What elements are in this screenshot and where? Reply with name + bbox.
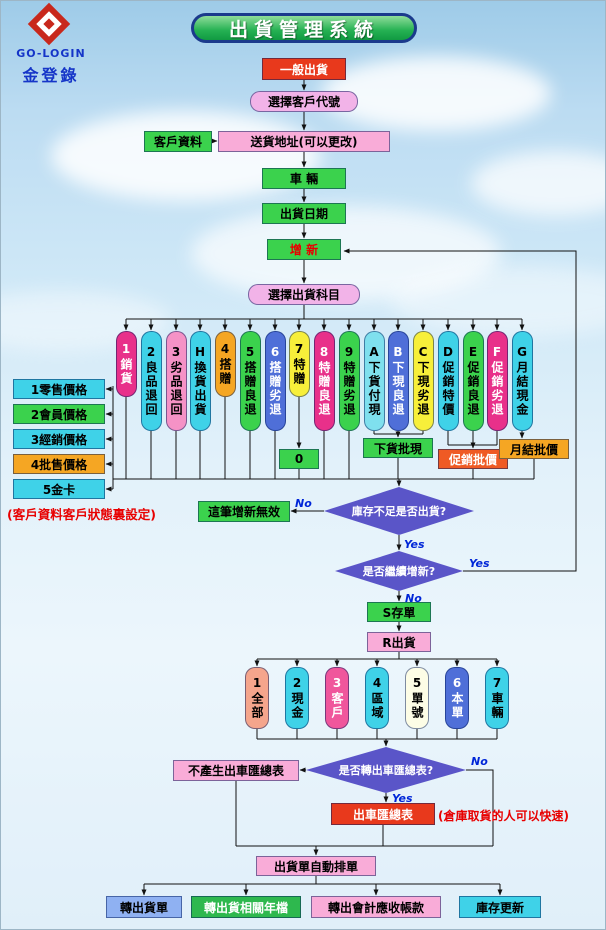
price-item-3: 3經銷價格 xyxy=(13,429,105,449)
subject-capsule-2: 2良品退回 xyxy=(140,331,162,431)
report-filter-capsule-3: 3客戶 xyxy=(325,667,349,729)
r-ship-box: R出貨 xyxy=(367,632,431,652)
no-summary-box: 不產生出車匯總表 xyxy=(173,760,299,781)
report-filter-capsule-4: 4區域 xyxy=(365,667,389,729)
general-shipping-box: 一般出貨 xyxy=(262,58,346,80)
company-logo: GO-LOGIN 金登錄 xyxy=(9,2,93,93)
label-yes-summary: Yes xyxy=(392,792,413,805)
subject-capsule-8: 8特贈良退 xyxy=(313,331,335,431)
page-title: 出貨管理系統 xyxy=(191,13,417,43)
unload-batch-cash-box: 下貨批現 xyxy=(363,438,433,458)
output-box-2: 轉出貨相關年檔 xyxy=(191,896,301,918)
monthly-batch-price-box: 月結批價 xyxy=(499,439,569,459)
select-customer-code-box: 選擇客戶代號 xyxy=(250,91,358,112)
price-item-5: 5金卡 xyxy=(13,479,105,499)
logo-brand-text: GO-LOGIN xyxy=(16,47,86,60)
subject-capsule-G: G月結現金 xyxy=(511,331,533,431)
shipping-date-box: 出貨日期 xyxy=(262,203,346,224)
select-shipping-subject-box: 選擇出貨科目 xyxy=(248,284,360,305)
cloud-shape xyxy=(471,151,605,216)
subject-capsule-C: C下現劣退 xyxy=(412,331,434,431)
vehicle-summary-note: (倉庫取貨的人可以快速) xyxy=(438,809,569,823)
label-no-continue: No xyxy=(405,592,422,605)
report-filter-capsule-1: 1全部 xyxy=(245,667,269,729)
output-box-4: 庫存更新 xyxy=(459,896,541,918)
subject-capsule-B: B下現良退 xyxy=(387,331,409,431)
price-list-note: (客戶資料客戶狀態裏設定) xyxy=(7,507,156,522)
zero-box: 0 xyxy=(279,449,319,469)
output-box-3: 轉出會計應收帳款 xyxy=(311,896,441,918)
subject-capsule-E: E促銷良退 xyxy=(462,331,484,431)
subject-capsule-3: 3劣品退回 xyxy=(165,331,187,431)
report-filter-capsule-2: 2現金 xyxy=(285,667,309,729)
label-no-summary: No xyxy=(471,755,488,768)
report-filter-capsule-6: 6本單 xyxy=(445,667,469,729)
subject-capsule-H: H換貨出貨 xyxy=(189,331,211,431)
subject-capsule-6: 6搭贈劣退 xyxy=(264,331,286,431)
label-no-stock: No xyxy=(295,497,312,510)
vehicle-box: 車 輛 xyxy=(262,168,346,189)
price-item-4: 4批售價格 xyxy=(13,454,105,474)
auto-sort-box: 出貨單自動排單 xyxy=(256,856,376,876)
promo-batch-price-box: 促銷批價 xyxy=(438,449,508,469)
subject-capsule-D: D促銷特價 xyxy=(437,331,459,431)
invalid-add-box: 這筆增新無效 xyxy=(198,501,290,522)
output-box-1: 轉出貨單 xyxy=(106,896,182,918)
cloud-shape xyxy=(391,266,605,336)
customer-data-box: 客戶資料 xyxy=(144,131,212,152)
subject-capsule-1: 1銷貨 xyxy=(115,331,137,397)
logo-brand-chinese: 金登錄 xyxy=(22,66,80,85)
report-filter-capsule-7: 7車輛 xyxy=(485,667,509,729)
label-yes-continue: Yes xyxy=(469,557,490,570)
price-item-1: 1零售價格 xyxy=(13,379,105,399)
subject-capsule-4: 4搭贈 xyxy=(214,331,236,397)
cloud-shape xyxy=(321,56,551,131)
vehicle-summary-box: 出車匯總表 xyxy=(331,803,435,825)
subject-capsule-A: A下貨付現 xyxy=(363,331,385,431)
subject-capsule-F: F促銷劣退 xyxy=(486,331,508,431)
subject-capsule-7: 7特贈 xyxy=(288,331,310,397)
label-yes-stock: Yes xyxy=(404,538,425,551)
add-new-box: 增 新 xyxy=(267,239,341,260)
s-slip-box: S存單 xyxy=(367,602,431,622)
price-item-2: 2會員價格 xyxy=(13,404,105,424)
subject-capsule-9: 9特贈劣退 xyxy=(338,331,360,431)
subject-capsule-5: 5搭贈良退 xyxy=(239,331,261,431)
delivery-address-box: 送貨地址(可以更改) xyxy=(218,131,390,152)
report-filter-capsule-5: 5單號 xyxy=(405,667,429,729)
